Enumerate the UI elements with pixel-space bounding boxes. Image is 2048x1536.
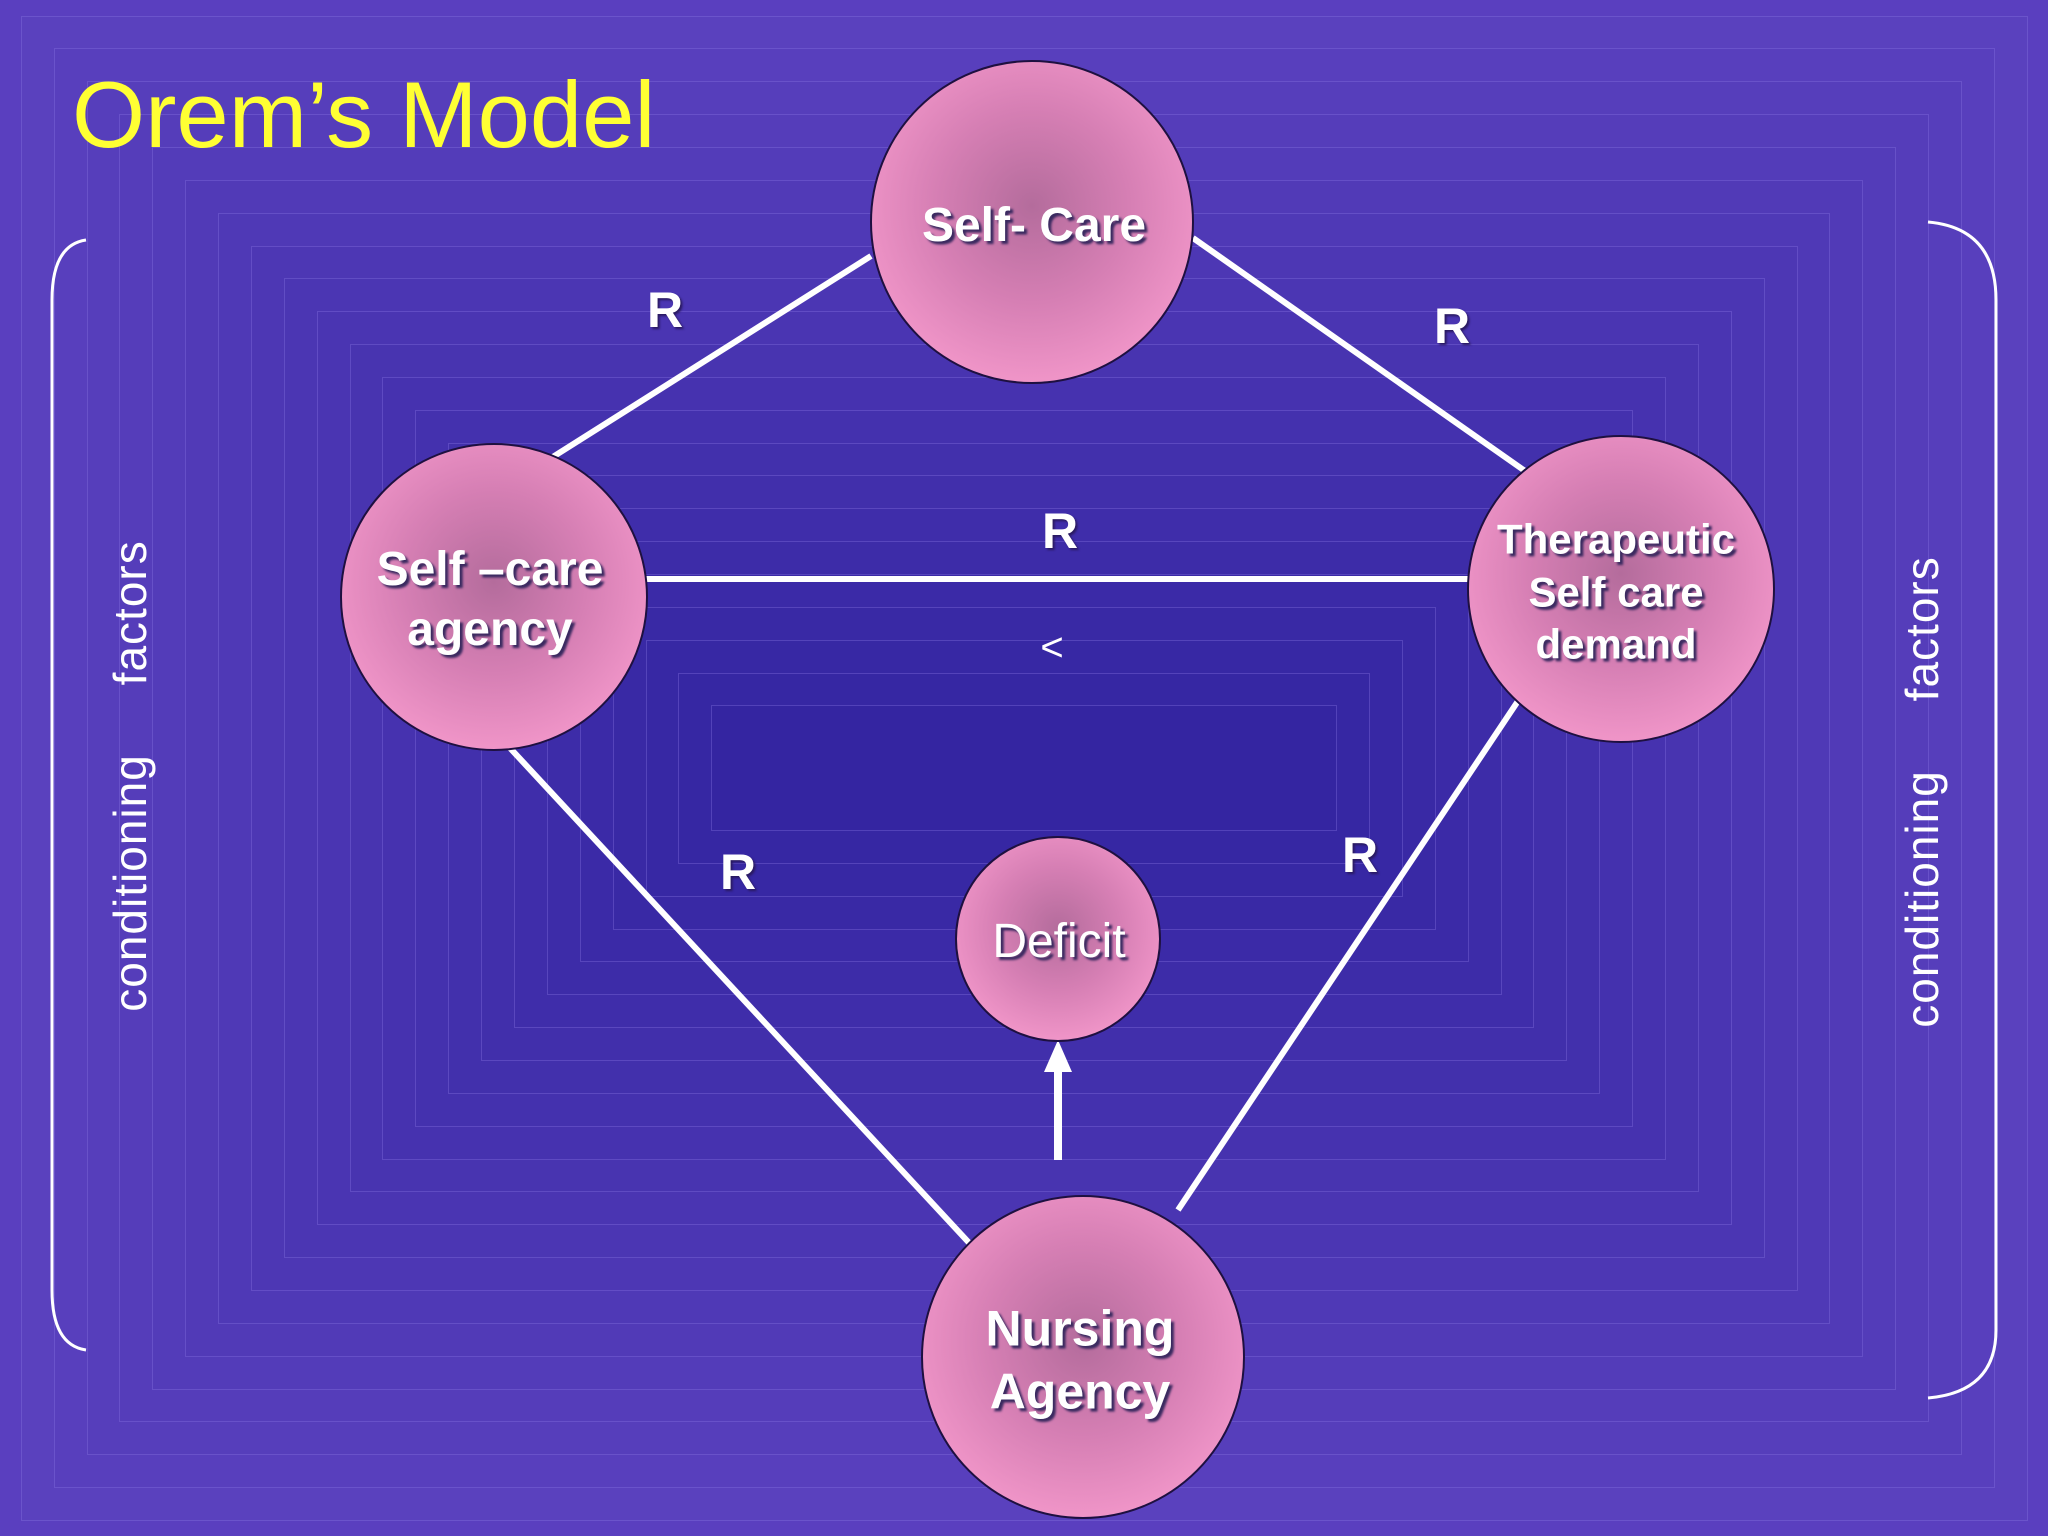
connector-selfcare-to-agency [546,253,873,463]
label-deficit: Deficit [992,915,1126,968]
relation-label-top-left: R [646,282,684,338]
node-self-care [870,60,1194,384]
label-self-care: Self- Care [921,199,1147,252]
label-therapeutic-demand: Therapeutic Self care demand [1496,515,1736,668]
connector-demand-to-nursing [1175,699,1521,1212]
side-label-right: conditioning factors [1896,556,1948,1028]
arrow-head-icon [1044,1040,1072,1072]
node-self-care-agency [340,443,648,751]
relation-label-bottom-left: R [719,844,757,900]
background-ring [711,705,1337,831]
label-self-care-agency: Self –care agency [376,543,604,656]
comparison-symbol: < [1040,625,1064,670]
connector-agency-to-nursing [507,745,975,1249]
relation-label-middle: R [1041,503,1079,559]
node-therapeutic-demand [1467,435,1775,743]
node-nursing-agency [921,1195,1245,1519]
side-label-left: conditioning factors [104,540,156,1012]
node-deficit [955,836,1161,1042]
relation-label-top-right: R [1433,298,1471,354]
relation-label-bottom-right: R [1341,827,1379,883]
slide-title: Orem’s Model [72,62,656,167]
label-nursing-agency: Nursing Agency [985,1300,1175,1420]
right-bracket [1927,220,1998,1400]
left-bracket [50,238,87,1352]
connector-selfcare-to-demand [1191,235,1537,481]
